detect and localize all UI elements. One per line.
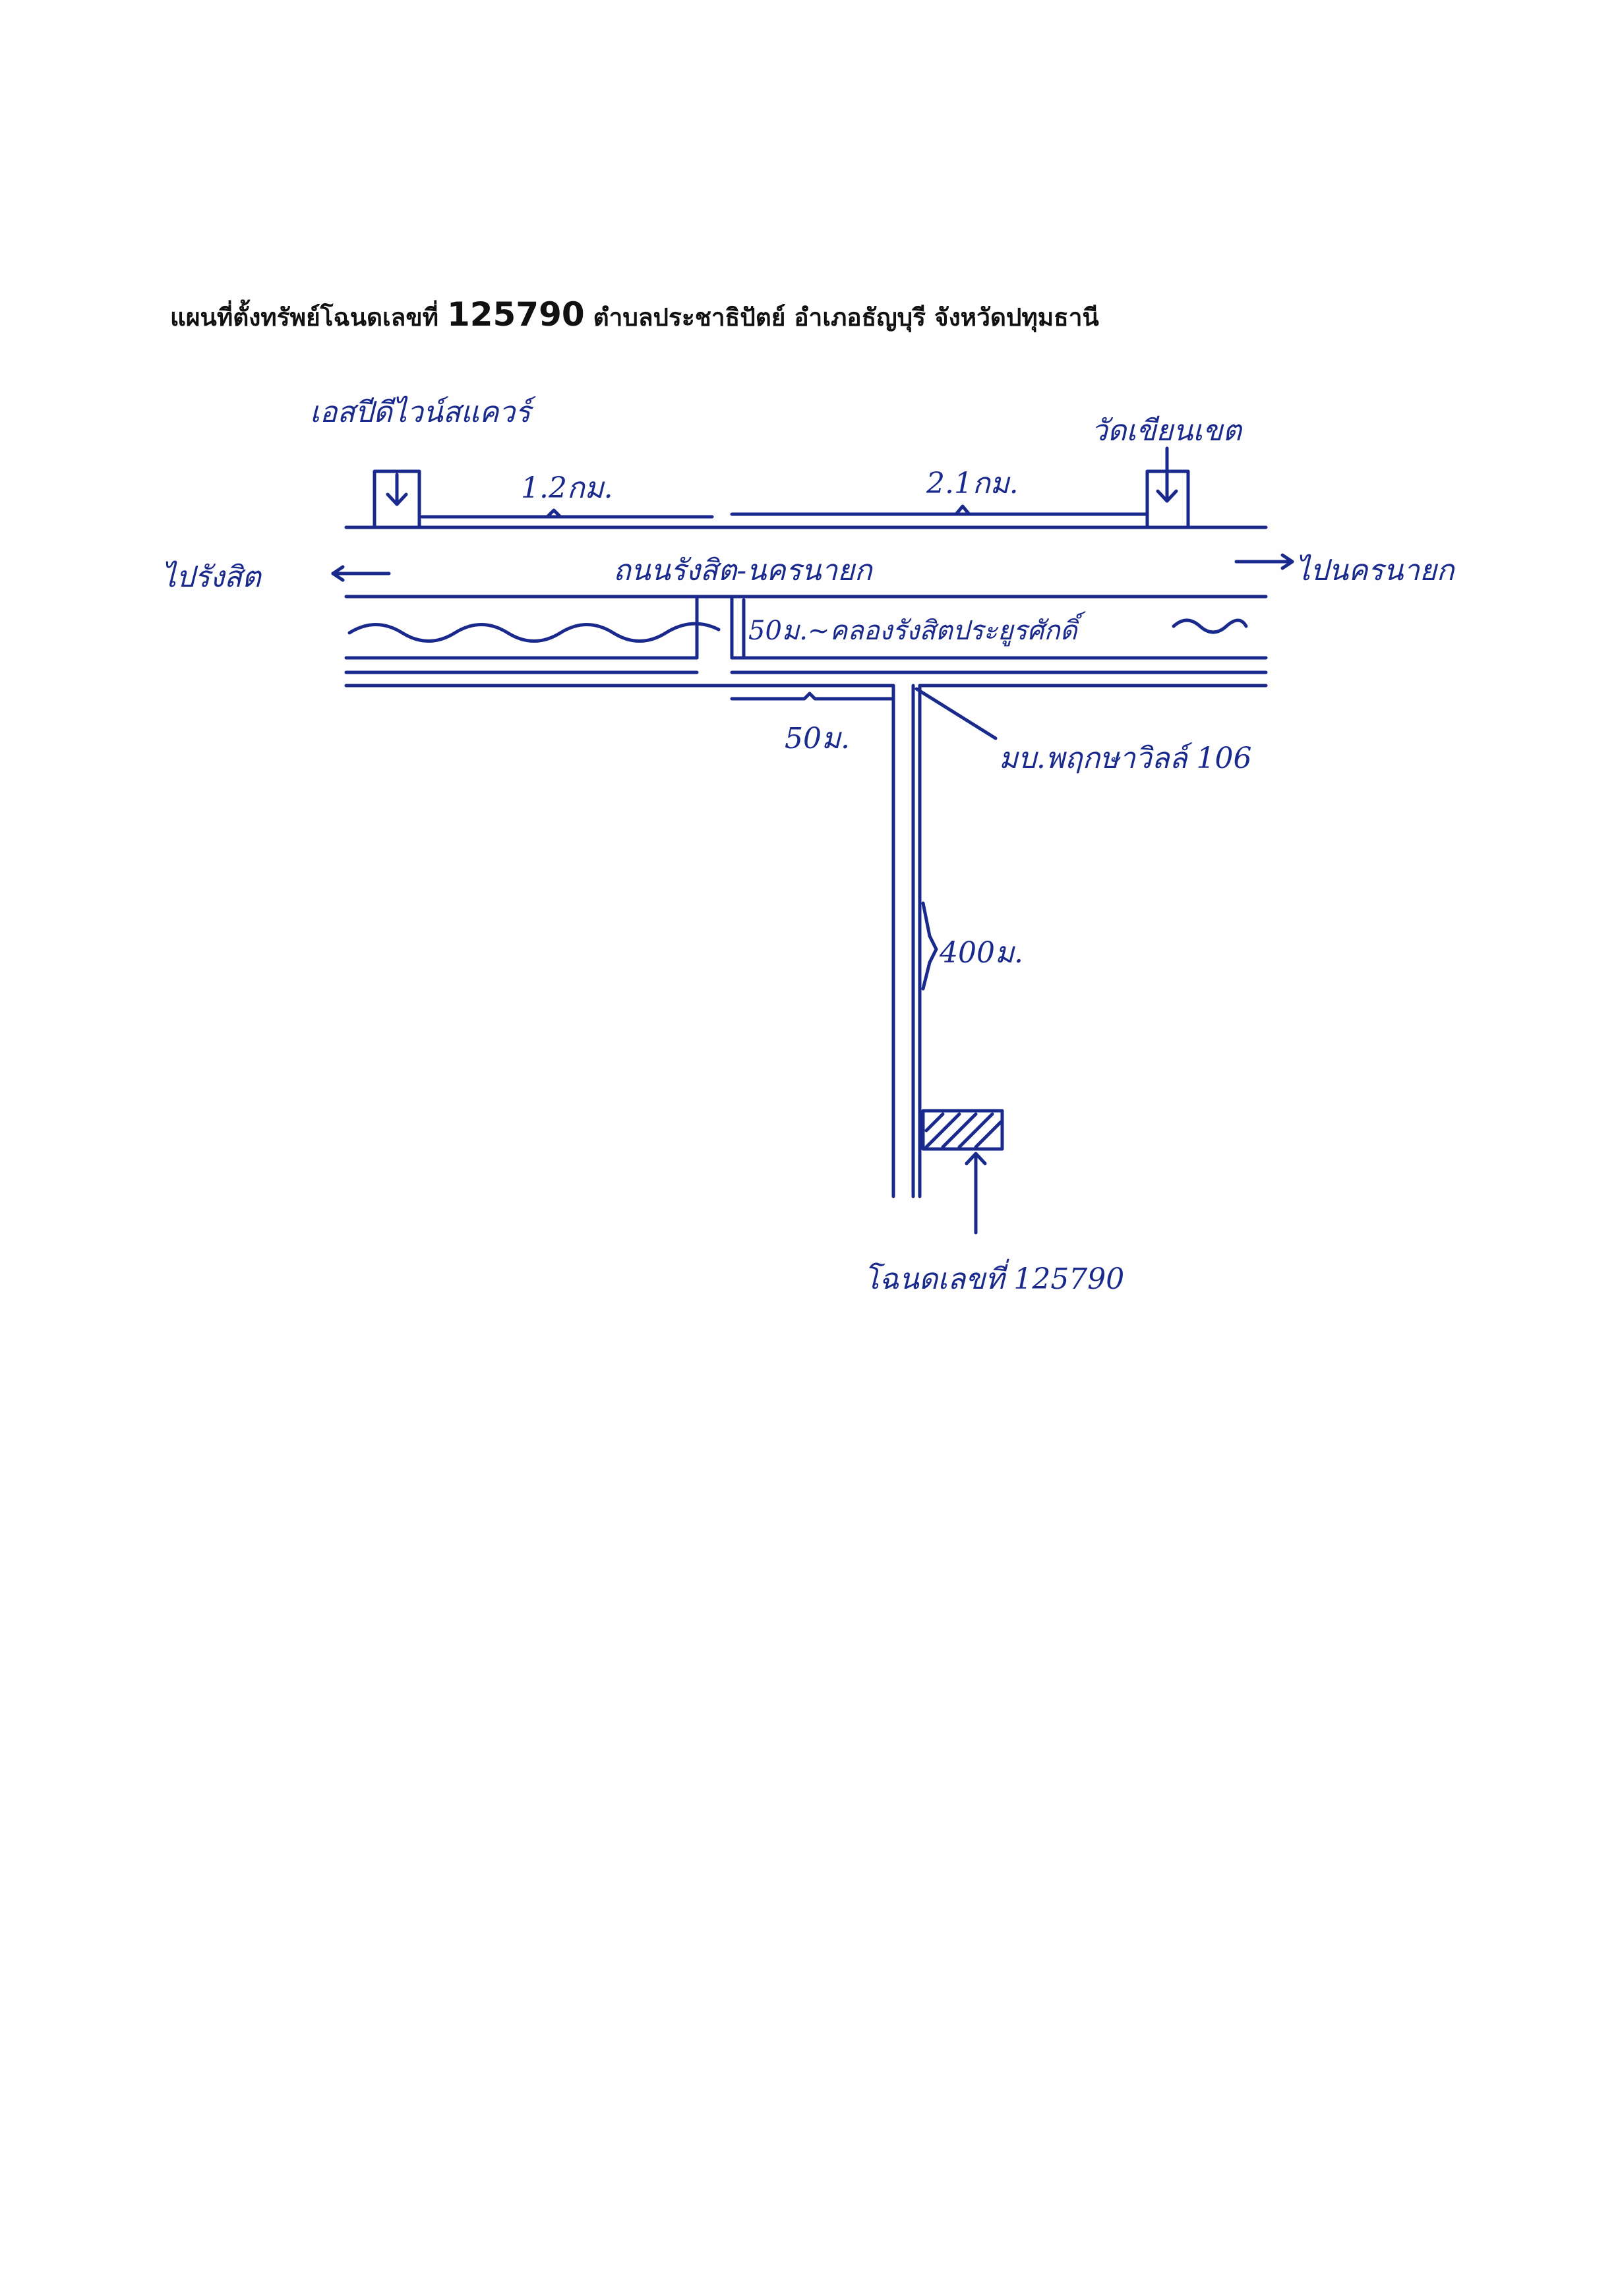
canal-wave-left xyxy=(347,622,721,643)
plot-hatch-2 xyxy=(941,1112,978,1149)
plot-hatch-4 xyxy=(974,1120,1003,1149)
dist-left-label: 1.2กม. xyxy=(521,471,613,505)
plot-hatch-5 xyxy=(924,1112,945,1133)
to-left-label: ไปรังสิต xyxy=(162,560,262,594)
dist-400-label: 400ม. xyxy=(939,936,1023,970)
landmark-right-label: วัดเขียนเขต xyxy=(1091,414,1243,448)
dist-brace-right xyxy=(954,504,971,516)
map-title: แผนที่ตั้งทรัพย์โฉนดเลขที่ 125790 ตำบลปร… xyxy=(170,295,1099,337)
title-location: ตำบลประชาธิปัตย์ อำเภอธัญบุรี จังหวัดปทุ… xyxy=(593,303,1099,332)
arrow-right-head xyxy=(1280,553,1294,570)
plot-hatch-3 xyxy=(957,1112,994,1149)
dist-right-label: 2.1กม. xyxy=(926,467,1019,500)
road-name-label: ถนนรังสิต-นครนายก xyxy=(613,554,874,587)
dist-50-label: 50ม. xyxy=(785,722,850,755)
arrow-left-head xyxy=(331,565,345,582)
title-deed-number: 125790 xyxy=(446,295,585,334)
landmark-left-arrowhead xyxy=(386,492,408,506)
plot-hatch-1 xyxy=(924,1112,961,1149)
landmark-right-arrowhead xyxy=(1156,489,1178,503)
plot-box xyxy=(921,1109,1004,1151)
dist-400-brace xyxy=(921,901,938,991)
dist-brace-left xyxy=(545,508,562,519)
landmark-left-label: เอสปีดีไวน์สแควร์ xyxy=(310,396,537,429)
canal-label: 50ม.~คลองรังสิตประยูรศักดิ์ xyxy=(748,611,1087,647)
plot-arrowhead xyxy=(965,1152,987,1165)
soi-pointer xyxy=(914,687,998,740)
plot-label: โฉนดเลขที่ 125790 xyxy=(864,1258,1124,1296)
landmark-left-box xyxy=(373,469,421,529)
to-right-label: ไปนครนายก xyxy=(1296,554,1456,587)
title-prefix: แผนที่ตั้งทรัพย์โฉนดเลขที่ xyxy=(170,303,439,332)
soi-name-label: มบ.พฤกษาวิลล์ 106 xyxy=(999,742,1252,775)
canal-wave-right xyxy=(1172,618,1248,634)
dist-50-brace xyxy=(730,692,895,701)
